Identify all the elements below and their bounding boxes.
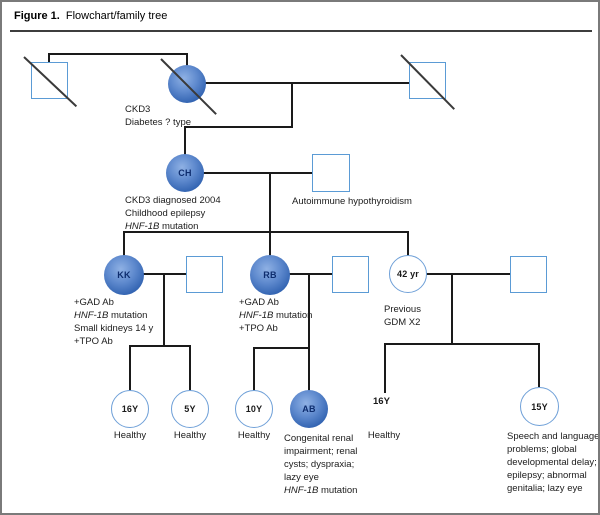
grandmother-annotation: CKD3 Diabetes ? type (125, 104, 192, 128)
title-divider (10, 30, 592, 32)
kk-child2-circle: 5Y (171, 390, 209, 428)
rb-annotation: +GAD Ab HNF-1B mutation +TPO Ab (239, 297, 313, 334)
sister-partner-square (510, 256, 547, 293)
connector-line (123, 231, 125, 256)
sister-circle: 42 yr (389, 255, 427, 293)
connector-line (407, 231, 409, 256)
ch-circle: CH (166, 154, 204, 192)
connector-line (186, 53, 188, 66)
connector-line (204, 82, 409, 84)
connector-line (269, 231, 271, 256)
kk-child1-label: 16Y (121, 404, 139, 414)
rb-circle: RB (250, 255, 290, 295)
ch-partner-square (312, 154, 350, 192)
connector-line (253, 347, 310, 349)
sister-child2-circle: 15Y (520, 387, 559, 426)
connector-line (289, 273, 332, 275)
sister-child2-annotation: Speech and language problems; global dev… (507, 431, 600, 494)
ab-circle: AB (290, 390, 328, 428)
connector-line (291, 82, 293, 128)
kk-circle: KK (104, 255, 144, 295)
connector-line (48, 53, 188, 55)
connector-line (308, 273, 310, 349)
sister-child2-label: 15Y (531, 401, 548, 412)
connector-line (129, 345, 131, 391)
connector-line (163, 273, 165, 347)
rb-child1-label: 10Y (245, 404, 263, 414)
connector-line (269, 172, 271, 233)
ch-label: CH (178, 168, 192, 178)
connector-line (123, 231, 409, 233)
connector-line (308, 347, 310, 391)
kk-child2-status: Healthy (173, 430, 207, 441)
sister-child1-label: 16Y (373, 396, 390, 407)
connector-line (384, 343, 540, 345)
kk-child1-circle: 16Y (111, 390, 149, 428)
kk-partner-square (186, 256, 223, 293)
connector-line (184, 126, 186, 155)
rb-label: RB (263, 270, 277, 280)
figure-title-text: Flowchart/family tree (65, 10, 168, 22)
connector-line (48, 53, 50, 63)
connector-line (185, 126, 293, 128)
connector-line (202, 172, 312, 174)
connector-line (384, 343, 386, 393)
kk-annotation: +GAD Ab HNF-1B mutation Small kidneys 14… (74, 297, 154, 347)
sister-child1-status: Healthy (367, 430, 401, 441)
connector-line (451, 273, 453, 345)
rb-child1-status: Healthy (237, 430, 271, 441)
sister-annotation: Previous GDM X2 (384, 304, 421, 328)
ab-annotation: Congenital renal impairment; renal cysts… (284, 433, 358, 496)
ch-annotation: CKD3 diagnosed 2004 Childhood epilepsy H… (125, 195, 221, 232)
connector-line (253, 347, 255, 391)
figure-title: Figure 1. Flowchart/family tree (14, 10, 167, 22)
rb-child1-circle: 10Y (235, 390, 273, 428)
connector-line (538, 343, 540, 387)
connector-line (426, 273, 510, 275)
kk-child1-status: Healthy (113, 430, 147, 441)
sister-label: 42 yr (396, 269, 420, 279)
connector-line (189, 345, 191, 391)
rb-partner-square (332, 256, 369, 293)
ab-label: AB (302, 404, 316, 414)
connector-line (129, 345, 191, 347)
figure-number: Figure 1. (14, 10, 60, 22)
kk-child2-label: 5Y (184, 404, 196, 414)
kk-label: KK (117, 270, 131, 280)
ch-partner-annotation: Autoimmune hypothyroidism (292, 196, 412, 207)
